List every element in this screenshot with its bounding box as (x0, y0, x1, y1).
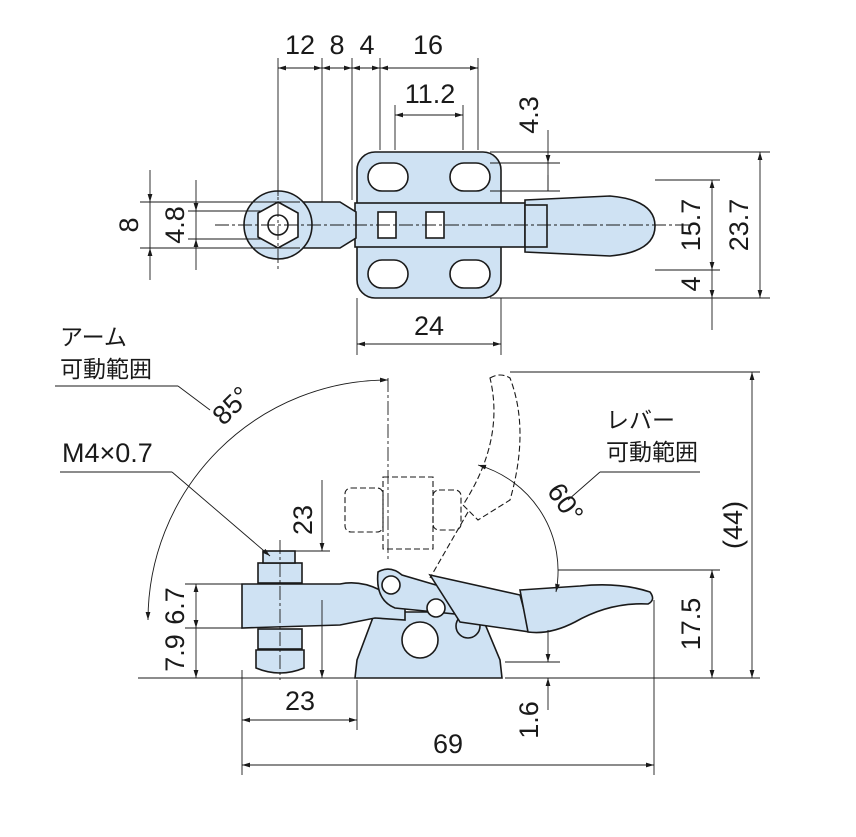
dim-8-left: 8 (114, 217, 144, 232)
lever-angle-label: 60° (541, 478, 589, 529)
dim-16: 16 (413, 30, 443, 60)
dim-17-5: 17.5 (676, 598, 706, 651)
dim-15-7: 15.7 (676, 199, 706, 252)
link-pin (381, 575, 401, 595)
dim-4-right: 4 (676, 276, 706, 291)
dim-23-7: 23.7 (724, 199, 754, 252)
dim-44: (44) (718, 501, 748, 549)
lever-pin (426, 598, 446, 618)
thread-label: M4×0.7 (62, 438, 153, 468)
side-view: 23 6.7 7.9 23 69 1.6 17.5 (44) アーム 可動範囲 … (55, 325, 760, 775)
lever-grip (519, 584, 654, 634)
dim-23-vertical: 23 (288, 505, 318, 535)
pivot-hole (401, 621, 439, 659)
dim-4-8: 4.8 (160, 206, 190, 244)
lever-range-label-line1: レバー (606, 408, 675, 434)
mount-slot (449, 162, 491, 192)
dim-6-7: 6.7 (160, 587, 190, 625)
dim-12: 12 (285, 30, 315, 60)
handle-grip (524, 195, 656, 257)
dim-24: 24 (414, 311, 444, 341)
dim-23-horizontal: 23 (285, 686, 315, 716)
dim-4-3: 4.3 (514, 96, 544, 134)
dim-1-6: 1.6 (514, 701, 544, 739)
handle-collar (524, 204, 548, 248)
mount-slot (367, 259, 409, 289)
arm-range-label-line1: アーム (60, 325, 127, 351)
top-view: 12 8 4 16 11.2 4.3 15.7 23.7 4 8 (114, 30, 770, 355)
spindle-thread (262, 550, 296, 564)
arm-range-label-line2: 可動範囲 (60, 357, 152, 383)
mount-slot (449, 259, 491, 289)
arm-angle-label: 85° (207, 381, 257, 431)
dim-7-9: 7.9 (160, 634, 190, 672)
dim-69: 69 (433, 729, 463, 759)
dim-11-2: 11.2 (405, 79, 456, 109)
dim-4-top: 4 (359, 30, 374, 60)
mount-slot (367, 162, 409, 192)
lever-range-label-line2: 可動範囲 (606, 440, 698, 466)
dim-8-top: 8 (329, 30, 344, 60)
